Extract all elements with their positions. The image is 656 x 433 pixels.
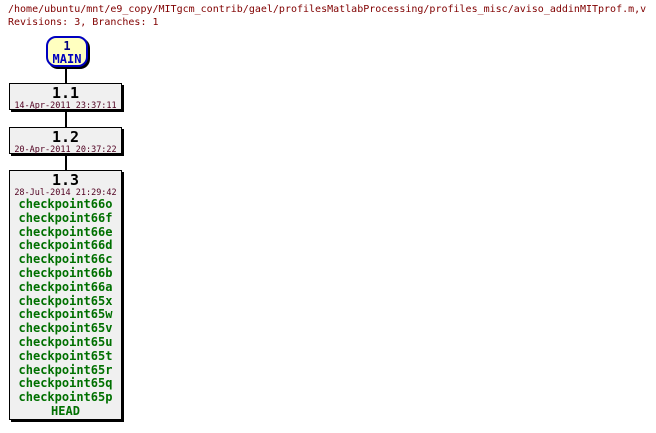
connector-branch-to-rev1 xyxy=(65,66,67,84)
tag-label: checkpoint65v xyxy=(18,321,113,336)
tag-label: checkpoint66o xyxy=(18,197,113,211)
branch-number: 1 xyxy=(63,39,71,53)
revisions-summary: Revisions: 3, Branches: 1 xyxy=(8,17,159,28)
revision-date: 20-Apr-2011 20:37:22 xyxy=(14,145,117,155)
revision-date: 14-Apr-2011 23:37:11 xyxy=(14,101,117,111)
revision-number: 1.1 xyxy=(51,84,80,102)
tag-label: checkpoint66c xyxy=(18,252,113,267)
tag-label: checkpoint65p xyxy=(18,390,113,405)
revision-number: 1.2 xyxy=(51,128,80,146)
tag-label: checkpoint66a xyxy=(18,279,113,294)
tag-label: checkpoint66d xyxy=(18,238,113,253)
tag-label: checkpoint66e xyxy=(18,224,113,239)
tag-label: checkpoint66b xyxy=(18,265,113,280)
tag-label: checkpoint65t xyxy=(18,348,113,363)
revision-box-1-1[interactable]: 1.1 14-Apr-2011 23:37:11 xyxy=(9,83,122,111)
tag-label: checkpoint65r xyxy=(18,362,113,377)
tag-label: checkpoint66f xyxy=(18,210,113,225)
revision-box-1-3[interactable]: 1.3 28-Jul-2014 21:29:42 checkpoint66o c… xyxy=(9,170,122,420)
revision-box-1-2[interactable]: 1.2 20-Apr-2011 20:37:22 xyxy=(9,127,122,155)
tag-label: checkpoint65x xyxy=(18,293,113,308)
head-tag-label: HEAD xyxy=(51,403,80,418)
tag-label: checkpoint65w xyxy=(18,307,113,322)
tag-label: checkpoint65u xyxy=(18,334,113,349)
connector-rev2-to-rev3 xyxy=(65,153,67,171)
branch-name-label: MAIN xyxy=(52,52,82,66)
file-path: /home/ubuntu/mnt/e9_copy/MITgcm_contrib/… xyxy=(8,4,647,15)
revision-date: 28-Jul-2014 21:29:42 xyxy=(14,188,117,198)
connector-rev1-to-rev2 xyxy=(65,109,67,128)
branch-box-main[interactable]: 1 MAIN xyxy=(46,36,88,67)
tag-label: checkpoint65q xyxy=(18,376,113,391)
revision-number: 1.3 xyxy=(51,171,80,189)
